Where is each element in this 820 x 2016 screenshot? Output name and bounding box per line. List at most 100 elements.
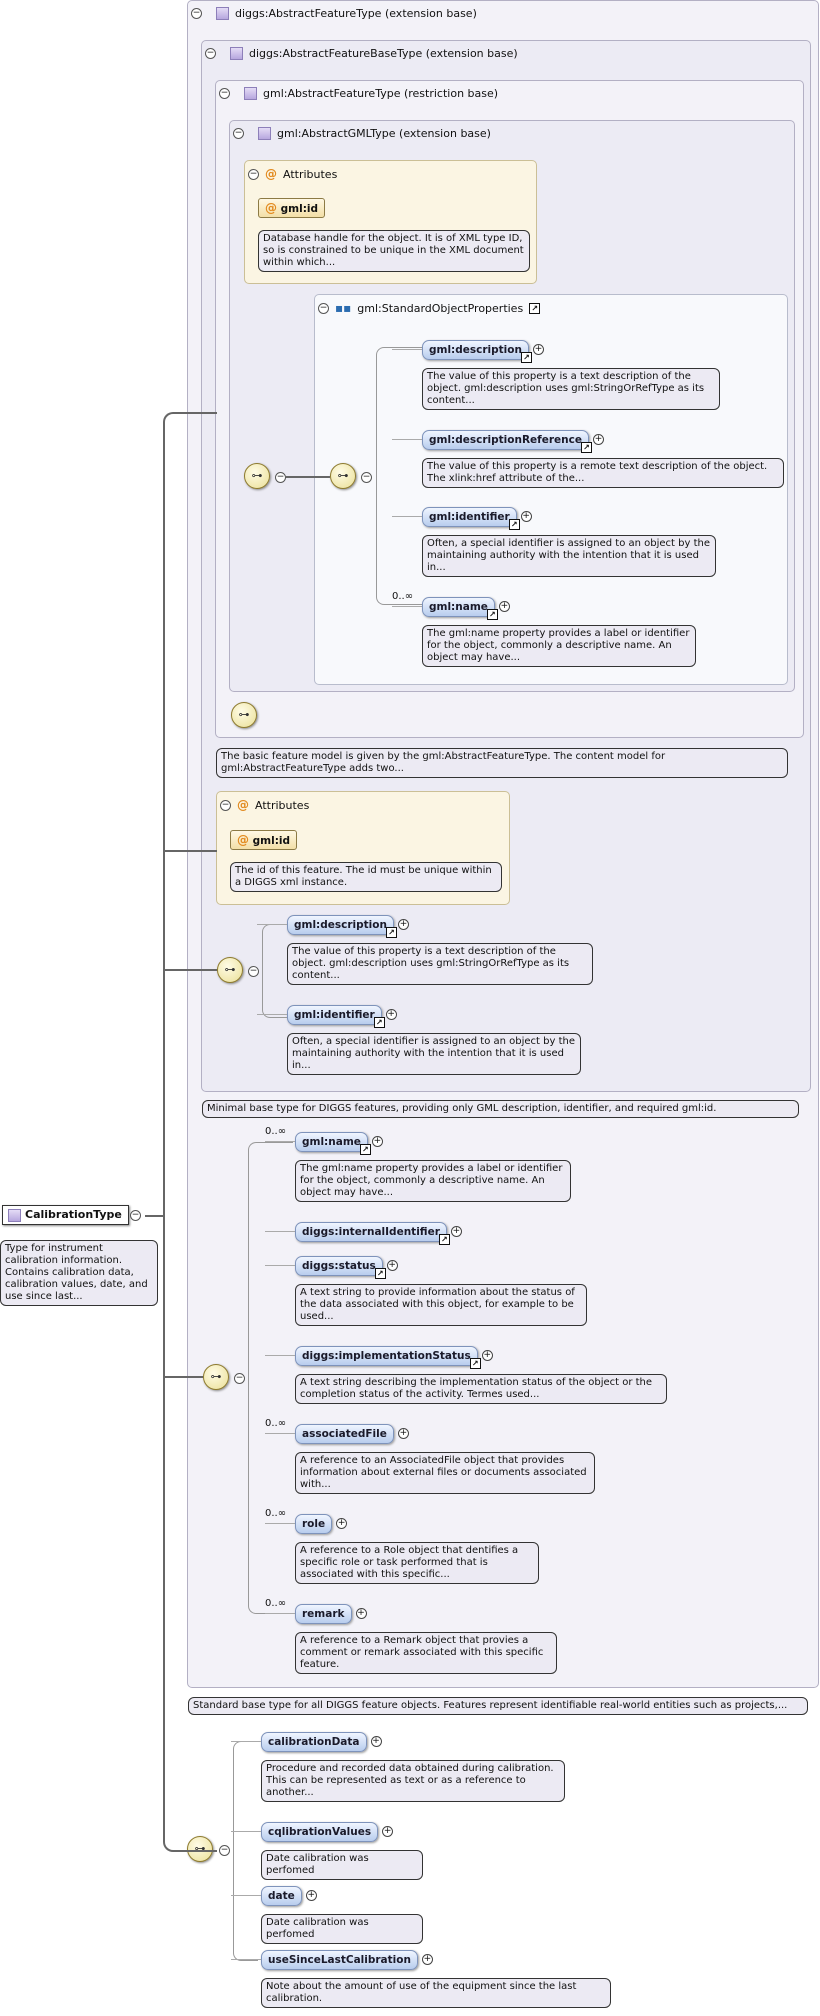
element-annotation: The value of this property is a text des… [422, 368, 720, 410]
attribute-name: gml:id [252, 835, 291, 847]
standard-object-properties-header[interactable]: − ▪▪ gml:StandardObjectProperties ↗ [318, 301, 541, 315]
expand-icon[interactable]: + [397, 919, 409, 930]
expand-icon[interactable]: + [397, 1428, 409, 1439]
attribute-icon: @ [237, 798, 249, 812]
expand-icon[interactable]: + [532, 344, 544, 355]
element-annotation: Procedure and recorded data obtained dur… [261, 1760, 565, 1802]
collapse-icon[interactable]: − [318, 302, 329, 314]
element-gml-identifier[interactable]: gml:identifier [287, 1005, 382, 1025]
element-calibrationdata[interactable]: calibrationData [261, 1732, 367, 1752]
link-icon[interactable]: ↗ [529, 302, 541, 314]
element-annotation: Often, a special identifier is assigned … [422, 535, 716, 577]
collapse-icon[interactable]: − [275, 472, 286, 483]
ext-feature-base-header[interactable]: − diggs:AbstractFeatureBaseType (extensi… [205, 47, 518, 60]
connector-line [257, 1014, 287, 1015]
expand-icon[interactable]: + [481, 1350, 493, 1361]
link-icon[interactable]: ↗ [385, 927, 397, 938]
element-gml-identifier[interactable]: gml:identifier [422, 507, 517, 527]
group-icon: ▪▪ [335, 301, 352, 315]
expand-icon[interactable]: + [336, 1518, 348, 1529]
expand-icon[interactable]: + [386, 1260, 398, 1271]
connector-line [265, 1613, 295, 1614]
element-diggs-implementationstatus[interactable]: diggs:implementationStatus [295, 1346, 478, 1366]
ext-abstract-feature-header[interactable]: − diggs:AbstractFeatureType (extension b… [191, 7, 477, 20]
expand-icon[interactable]: + [498, 601, 510, 612]
element-associatedfile[interactable]: associatedFile [295, 1424, 394, 1444]
connector-line [231, 1831, 261, 1832]
restriction-gml-feature-header[interactable]: − gml:AbstractFeatureType (restriction b… [219, 87, 498, 100]
expand-icon[interactable]: + [305, 1890, 317, 1901]
attribute-gml-id[interactable]: @ gml:id [258, 198, 326, 218]
sequence-icon[interactable]: ⊶ [244, 463, 270, 489]
connector-line [392, 516, 422, 517]
collapse-icon[interactable]: − [219, 88, 230, 99]
link-icon[interactable]: ↗ [520, 352, 532, 363]
element-diggs-internalidentifier[interactable]: diggs:internalIdentifier [295, 1222, 447, 1242]
link-icon[interactable]: ↗ [359, 1144, 371, 1155]
root-element-name: CalibrationType [25, 1208, 122, 1221]
expand-icon[interactable]: + [592, 434, 604, 445]
complex-type-icon [8, 1209, 21, 1222]
element-usesincelastcalibration[interactable]: useSinceLastCalibration [261, 1950, 418, 1970]
element-gml-name[interactable]: gml:name [422, 597, 495, 617]
element-gml-description[interactable]: gml:description [422, 340, 529, 360]
expand-icon[interactable]: + [370, 1736, 382, 1747]
attribute-gml-id[interactable]: @ gml:id [230, 830, 298, 850]
sequence-icon[interactable]: ⊶ [330, 463, 356, 489]
element-annotation: The value of this property is a remote t… [422, 458, 784, 488]
collapse-icon[interactable]: − [191, 8, 202, 19]
ext-gml-type-header[interactable]: − gml:AbstractGMLType (extension base) [233, 127, 491, 140]
link-icon[interactable]: ↗ [580, 442, 592, 453]
collapse-icon[interactable]: − [361, 472, 372, 483]
collapse-icon[interactable]: − [219, 1845, 230, 1856]
connector-line [392, 439, 422, 440]
link-icon[interactable]: ↗ [438, 1234, 450, 1245]
sequence-icon[interactable]: ⊶ [231, 702, 257, 728]
bracket-line [262, 924, 287, 1018]
collapse-icon[interactable]: − [220, 799, 231, 811]
connector-line [265, 1231, 295, 1232]
collapse-icon[interactable]: − [248, 168, 259, 180]
expand-icon[interactable]: + [355, 1608, 367, 1619]
link-icon[interactable]: ↗ [374, 1268, 386, 1279]
collapse-icon[interactable]: − [234, 1373, 245, 1384]
expand-icon[interactable]: + [450, 1226, 462, 1237]
element-diggs-status[interactable]: diggs:status [295, 1256, 383, 1276]
expand-icon[interactable]: + [385, 1009, 397, 1020]
element-annotation: A reference to a Remark object that prov… [295, 1632, 557, 1674]
collapse-icon[interactable]: − [233, 128, 244, 139]
collapse-icon[interactable]: − [205, 48, 216, 59]
element-cqlibrationvalues[interactable]: cqlibrationValues [261, 1822, 379, 1842]
link-icon[interactable]: ↗ [469, 1358, 481, 1369]
sequence-icon[interactable]: ⊶ [217, 957, 243, 983]
annotation-gml-feature: The basic feature model is given by the … [216, 748, 788, 778]
attributes-header-diggs[interactable]: − @ Attributes [220, 798, 309, 812]
element-remark[interactable]: remark [295, 1604, 352, 1624]
annotation-diggs-feature-base: Minimal base type for DIGGS features, pr… [202, 1100, 799, 1118]
link-icon[interactable]: ↗ [486, 609, 498, 620]
ext-feature-base-title: diggs:AbstractFeatureBaseType (extension… [249, 47, 518, 60]
element-role[interactable]: role [295, 1514, 333, 1534]
link-icon[interactable]: ↗ [508, 519, 520, 530]
root-element-calibration-type[interactable]: CalibrationType [2, 1205, 129, 1225]
expand-icon[interactable]: + [371, 1136, 383, 1147]
connector-line [392, 606, 422, 607]
expand-icon[interactable]: + [421, 1954, 433, 1965]
expand-icon[interactable]: + [382, 1826, 394, 1837]
element-gml-description[interactable]: gml:description [287, 915, 394, 935]
link-icon[interactable]: ↗ [373, 1017, 385, 1028]
element-gml-descriptionreference[interactable]: gml:descriptionReference [422, 430, 589, 450]
expand-icon[interactable]: + [520, 511, 532, 522]
ext-gml-type-title: gml:AbstractGMLType (extension base) [277, 127, 491, 140]
element-annotation: Note about the amount of use of the equi… [261, 1978, 611, 2008]
element-date[interactable]: date [261, 1886, 302, 1906]
collapse-icon[interactable]: − [248, 966, 259, 977]
connector-line [265, 1265, 295, 1266]
element-gml-name[interactable]: gml:name [295, 1132, 368, 1152]
connector-line [265, 1355, 295, 1356]
attributes-header-gml[interactable]: − @ Attributes [248, 167, 337, 181]
sequence-icon[interactable]: ⊶ [203, 1364, 229, 1390]
collapse-icon[interactable]: − [130, 1210, 141, 1221]
bracket-line [248, 1142, 293, 1614]
connector-line [265, 1433, 295, 1434]
